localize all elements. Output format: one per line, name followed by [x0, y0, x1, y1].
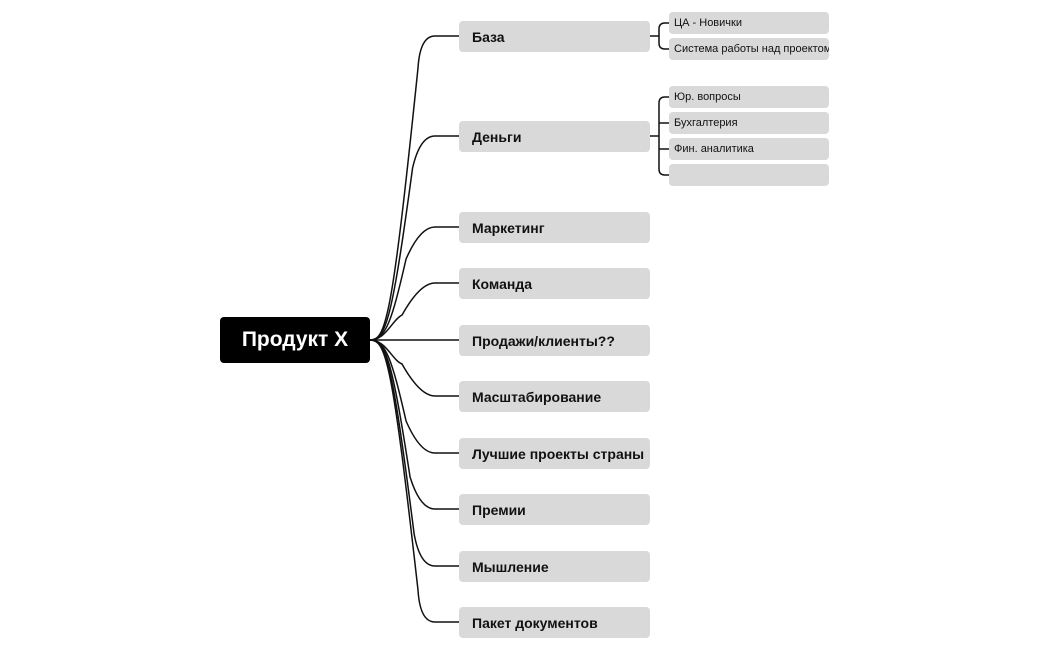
topic-node-dengi[interactable]: Деньги	[459, 121, 650, 152]
root-topic-connector	[369, 339, 459, 567]
dengi-subtopic-connector	[658, 96, 669, 176]
subtopic-node-fin[interactable]: Фин. аналитика	[669, 138, 829, 160]
topic-node-masshtab[interactable]: Масштабирование	[459, 381, 650, 412]
root-topic-connector	[369, 339, 459, 397]
root-topic-connector	[369, 135, 459, 341]
root-topic-connector	[369, 282, 459, 341]
topic-node-komanda[interactable]: Команда	[459, 268, 650, 299]
subtopic-node-sistema[interactable]: Система работы над проектом	[669, 38, 829, 60]
subtopic-node-empty[interactable]	[669, 164, 829, 186]
topic-node-baza[interactable]: База	[459, 21, 650, 52]
root-topic-connector	[369, 35, 459, 341]
root-topic-connector	[369, 339, 459, 454]
subtopic-node-buh[interactable]: Бухгалтерия	[669, 112, 829, 134]
root-topic-connector	[369, 226, 459, 341]
topic-node-myshlenie[interactable]: Мышление	[459, 551, 650, 582]
baza-subtopic-connector	[658, 22, 669, 50]
subtopic-node-yur[interactable]: Юр. вопросы	[669, 86, 829, 108]
root-topic-connector	[369, 339, 459, 510]
topic-node-paket[interactable]: Пакет документов	[459, 607, 650, 638]
topic-node-premii[interactable]: Премии	[459, 494, 650, 525]
subtopic-node-ca[interactable]: ЦА - Новички	[669, 12, 829, 34]
topic-node-marketing[interactable]: Маркетинг	[459, 212, 650, 243]
topic-node-prodazhi[interactable]: Продажи/клиенты??	[459, 325, 650, 356]
root-topic-connector	[369, 339, 459, 623]
root-node[interactable]: Продукт X	[220, 317, 370, 363]
topic-node-luchshie[interactable]: Лучшие проекты страны	[459, 438, 650, 469]
